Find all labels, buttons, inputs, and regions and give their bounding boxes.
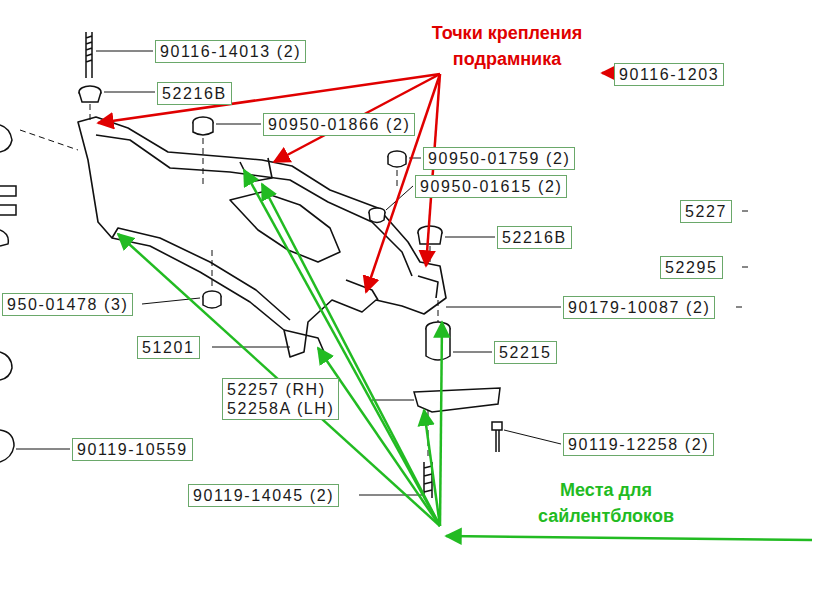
part-number-box: 950-01478 (3) (2, 293, 133, 316)
part-number: 90116-1203 (619, 65, 719, 84)
part-number-box: 52216B (497, 226, 572, 249)
part-number: 90119-10559 (77, 440, 188, 459)
part-number-box: 90119-14045 (2) (188, 484, 339, 507)
part-number-box: 52295 (660, 256, 723, 279)
red-arrows (98, 73, 612, 292)
part-number-box: 90179-10087 (2) (563, 296, 715, 319)
part-number: 90116-14013 (2) (160, 42, 301, 61)
part-number: 52216B (502, 228, 567, 247)
part-number: 52258A (LH) (227, 399, 334, 418)
part-number: 90179-10087 (2) (568, 298, 710, 317)
part-number: 950-01478 (3) (7, 295, 128, 314)
green-arrows (118, 170, 812, 540)
part-number: 51201 (142, 338, 195, 357)
part-number-box: 51201 (137, 336, 200, 359)
part-number: 5227 (685, 202, 727, 221)
part-number-box: 52257 (RH)52258A (LH) (222, 378, 339, 420)
part-number-box: 90116-14013 (2) (155, 40, 306, 63)
part-number: 52215 (499, 343, 552, 362)
part-number: 52295 (665, 258, 718, 277)
part-number: 90119-14045 (2) (193, 486, 334, 505)
part-number: 52216B (162, 84, 227, 103)
leader-lines (16, 51, 748, 495)
part-number-box: 90119-12258 (2) (563, 433, 714, 456)
part-number-box: 5227 (680, 200, 732, 223)
part-number: 90950-01615 (2) (420, 177, 562, 196)
part-number-box: 52216B (157, 82, 232, 105)
part-number: 90950-01866 (2) (268, 115, 410, 134)
part-number-box: 52215 (494, 341, 557, 364)
part-number-box: 90119-10559 (72, 438, 193, 461)
part-number: 90950-01759 (2) (428, 149, 570, 168)
part-number-box: 90950-01866 (2) (263, 113, 415, 136)
subframe (78, 117, 446, 357)
annotation: Места для сайлентблоков (526, 477, 686, 529)
part-number-box: 90950-01759 (2) (423, 147, 575, 170)
annotation: Точки крепления подрамника (407, 20, 607, 72)
part-number: 90119-12258 (2) (568, 435, 709, 454)
part-number-box: 90950-01615 (2) (415, 175, 567, 198)
part-number-box: 90116-1203 (614, 63, 724, 86)
part-number: 52257 (RH) (227, 380, 334, 399)
